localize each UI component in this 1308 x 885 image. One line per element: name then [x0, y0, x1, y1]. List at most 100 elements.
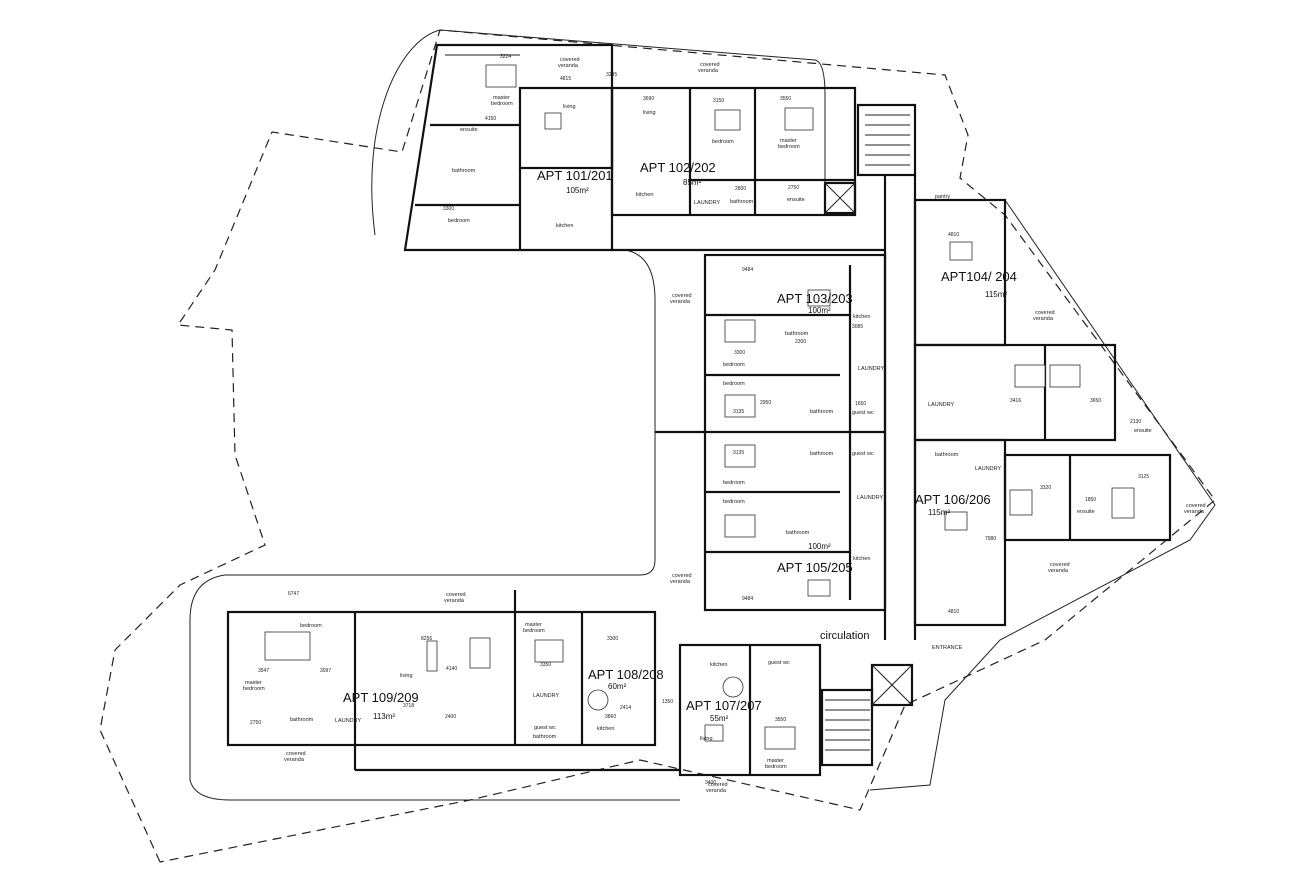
apt-106-area: 115m²	[928, 508, 950, 517]
apt-106-label: APT 106/206	[915, 492, 991, 507]
svg-text:LAUNDRY: LAUNDRY	[928, 402, 955, 408]
svg-text:3300: 3300	[734, 350, 745, 356]
u-veranda-outline	[189, 249, 680, 801]
svg-text:4815: 4815	[560, 76, 571, 82]
svg-text:covered: covered	[286, 751, 306, 757]
svg-text:master: master	[245, 680, 262, 686]
svg-text:3718: 3718	[403, 703, 414, 709]
svg-text:veranda: veranda	[1184, 509, 1205, 515]
apt-108-label: APT 108/208	[588, 667, 664, 682]
south-stair	[820, 688, 874, 767]
svg-text:bedroom: bedroom	[300, 623, 322, 629]
svg-text:ensuite: ensuite	[787, 197, 805, 203]
svg-text:6747: 6747	[288, 591, 299, 597]
svg-text:4810: 4810	[948, 609, 959, 615]
svg-text:veranda: veranda	[1048, 568, 1069, 574]
east-veranda-outline	[869, 199, 1216, 791]
svg-text:veranda: veranda	[670, 299, 691, 305]
apt-102-label: APT 102/202	[640, 160, 716, 175]
svg-text:veranda: veranda	[558, 63, 579, 69]
svg-text:bedroom: bedroom	[723, 480, 745, 486]
svg-text:3224: 3224	[500, 54, 511, 60]
svg-text:1850: 1850	[1085, 497, 1096, 503]
svg-text:master: master	[780, 138, 797, 144]
svg-text:bedroom: bedroom	[491, 101, 513, 107]
svg-text:1650: 1650	[855, 401, 866, 407]
lift-shaft	[870, 663, 914, 707]
svg-text:4150: 4150	[485, 116, 496, 122]
svg-text:bathroom: bathroom	[452, 168, 476, 174]
svg-text:3550: 3550	[780, 96, 791, 102]
svg-text:kitchen: kitchen	[636, 192, 653, 198]
svg-text:covered: covered	[672, 573, 692, 579]
svg-text:bedroom: bedroom	[723, 381, 745, 387]
svg-text:4140: 4140	[446, 666, 457, 672]
apt-104-area: 115m²	[985, 290, 1007, 299]
svg-text:living: living	[400, 673, 413, 679]
svg-text:2750: 2750	[250, 720, 261, 726]
svg-text:bedroom: bedroom	[778, 144, 800, 150]
svg-text:ensuite: ensuite	[1077, 509, 1095, 515]
svg-text:2950: 2950	[760, 400, 771, 406]
svg-text:master: master	[493, 95, 510, 101]
svg-text:3416: 3416	[1010, 398, 1021, 404]
svg-text:bathroom: bathroom	[810, 451, 834, 457]
apt-105-label: APT 105/205	[777, 560, 853, 575]
svg-text:bedroom: bedroom	[765, 764, 787, 770]
svg-text:guest wc: guest wc	[852, 451, 874, 457]
svg-text:3150: 3150	[713, 98, 724, 104]
north-veranda-outline	[371, 29, 826, 236]
svg-text:bathroom: bathroom	[935, 452, 959, 458]
svg-text:master: master	[767, 758, 784, 764]
svg-text:guest wc: guest wc	[852, 410, 874, 416]
svg-text:LAUNDRY: LAUNDRY	[694, 200, 721, 206]
svg-text:bathroom: bathroom	[786, 530, 810, 536]
svg-text:3650: 3650	[1090, 398, 1101, 404]
stair-treads	[825, 699, 870, 751]
svg-text:3300: 3300	[443, 206, 454, 212]
svg-text:LAUNDRY: LAUNDRY	[857, 495, 884, 501]
svg-text:9484: 9484	[742, 596, 753, 602]
svg-text:3320: 3320	[1040, 485, 1051, 491]
svg-text:bathroom: bathroom	[533, 734, 557, 740]
svg-text:3547: 3547	[258, 668, 269, 674]
svg-text:covered: covered	[1050, 562, 1070, 568]
svg-text:3550: 3550	[775, 717, 786, 723]
apt-102-walls	[610, 86, 857, 217]
svg-text:veranda: veranda	[706, 788, 727, 794]
circulation-label: circulation	[820, 630, 870, 642]
svg-text:2414: 2414	[620, 705, 631, 711]
svg-text:veranda: veranda	[698, 68, 719, 74]
site-boundary	[99, 29, 1216, 863]
svg-text:veranda: veranda	[284, 757, 305, 763]
svg-text:7980: 7980	[985, 536, 996, 542]
svg-text:3690: 3690	[643, 96, 654, 102]
svg-text:bedroom: bedroom	[523, 628, 545, 634]
svg-text:covered: covered	[672, 293, 692, 299]
svg-text:3860: 3860	[605, 714, 616, 720]
svg-text:2400: 2400	[445, 714, 456, 720]
apt-104-bedrooms	[913, 343, 1117, 442]
svg-text:3097: 3097	[320, 668, 331, 674]
svg-text:3350: 3350	[540, 662, 551, 668]
svg-text:guest wc: guest wc	[534, 725, 556, 731]
apt-105-area: 100m²	[808, 542, 831, 551]
svg-text:bathroom: bathroom	[290, 717, 314, 723]
svg-text:kitchen: kitchen	[853, 556, 870, 562]
apt-102-area: 85m²	[683, 178, 702, 187]
svg-text:bedroom: bedroom	[243, 686, 265, 692]
svg-text:bedroom: bedroom	[723, 499, 745, 505]
svg-text:living: living	[563, 104, 576, 110]
svg-text:LAUNDRY: LAUNDRY	[975, 466, 1002, 472]
svg-text:2750: 2750	[788, 185, 799, 191]
svg-text:kitchen: kitchen	[853, 314, 870, 320]
svg-text:1350: 1350	[662, 699, 673, 705]
svg-text:covered: covered	[700, 62, 720, 68]
svg-text:LAUNDRY: LAUNDRY	[335, 718, 362, 724]
svg-text:bathroom: bathroom	[810, 409, 834, 415]
svg-text:8256: 8256	[421, 636, 432, 642]
apt-103-label: APT 103/203	[777, 291, 853, 306]
svg-text:3135: 3135	[733, 450, 744, 456]
svg-text:LAUNDRY: LAUNDRY	[858, 366, 885, 372]
